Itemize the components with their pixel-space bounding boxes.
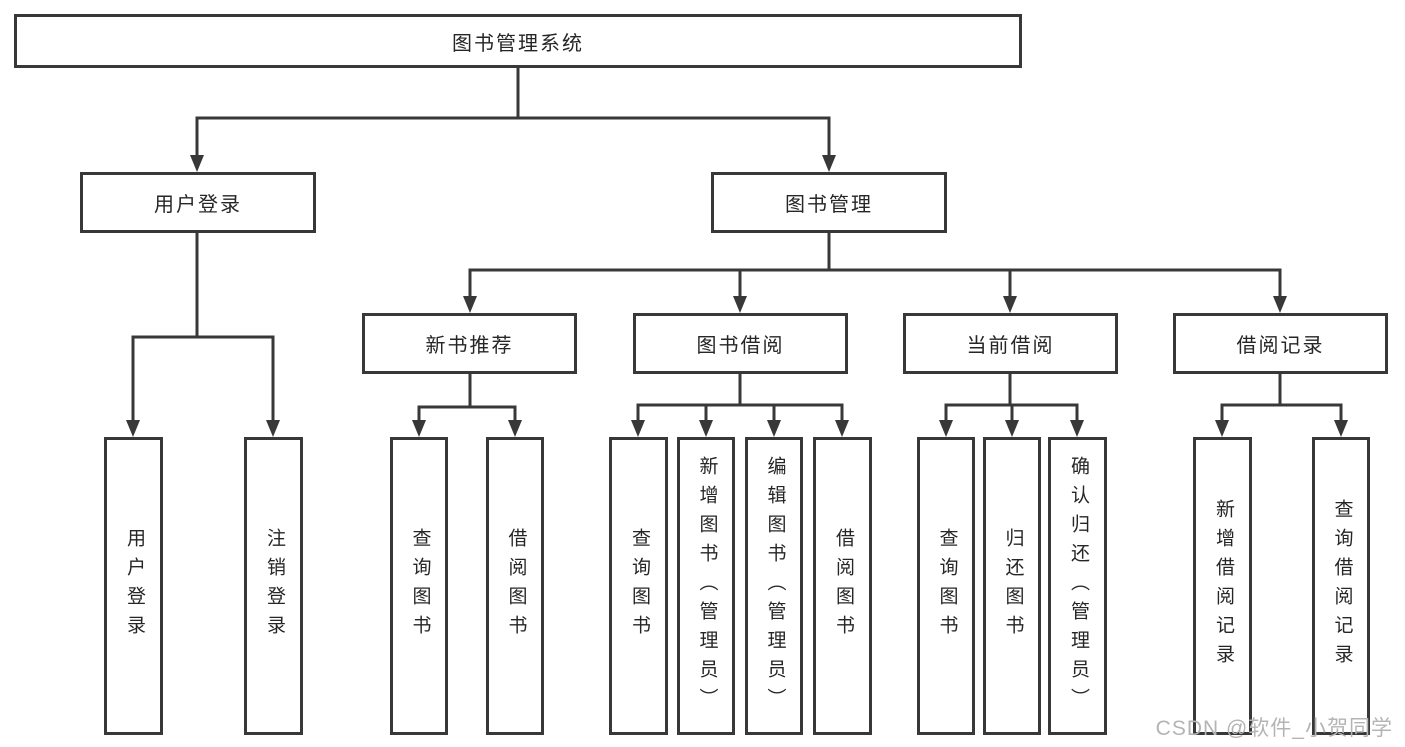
node-book-borrowing: 图书借阅 — [633, 313, 848, 374]
node-borrow-books-recommend: 借阅图书 — [486, 437, 544, 735]
node-query-books-borrowing: 查询图书 — [609, 437, 668, 735]
node-book-management-branch: 图书管理 — [711, 172, 947, 233]
node-library-management-system: 图书管理系统 — [14, 14, 1022, 68]
node-logout-leaf: 注销登录 — [244, 437, 303, 735]
node-query-books-current: 查询图书 — [917, 437, 975, 735]
node-edit-books-admin: 编辑图书（管理员） — [745, 437, 803, 735]
node-borrow-books-borrowing: 借阅图书 — [813, 437, 872, 735]
node-user-login-leaf: 用户登录 — [104, 437, 163, 735]
node-confirm-return-admin: 确认归还（管理员） — [1048, 437, 1107, 735]
node-new-book-recommendation: 新书推荐 — [362, 313, 577, 374]
node-query-books-recommend: 查询图书 — [390, 437, 448, 735]
node-current-borrowing: 当前借阅 — [903, 313, 1118, 374]
csdn-watermark: CSDN @软件_小贺同学 — [1155, 717, 1393, 740]
arrowheads — [126, 155, 1348, 437]
node-add-borrow-record: 新增借阅记录 — [1193, 437, 1252, 735]
node-add-books-admin: 新增图书（管理员） — [677, 437, 735, 735]
node-return-books: 归还图书 — [983, 437, 1041, 735]
node-borrowing-records: 借阅记录 — [1173, 313, 1388, 374]
node-user-login-branch: 用户登录 — [80, 172, 316, 233]
node-query-borrow-record: 查询借阅记录 — [1312, 437, 1370, 735]
